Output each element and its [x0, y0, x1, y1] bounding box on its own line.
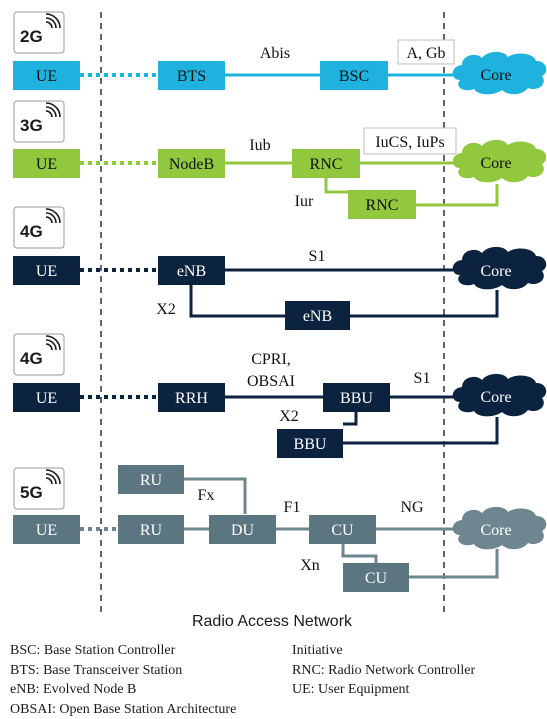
legend-item: BTS: Base Transceiver Station	[10, 661, 236, 681]
bbu2-core-link	[343, 417, 497, 443]
s1-cran-link-label: S1	[414, 370, 431, 387]
xn-link-label: Xn	[300, 557, 320, 574]
rnc2-core-link	[416, 184, 497, 205]
ue-5g-label: UE	[36, 522, 57, 539]
legend-item: OBSAI: Open Base Station Architecture	[10, 700, 236, 719]
core-3g-label: Core	[480, 155, 511, 172]
a-gb-link-label: A, Gb	[406, 45, 445, 62]
fx-link-label: Fx	[198, 487, 215, 504]
core-4g-label: Core	[480, 263, 511, 280]
row-3g: 3G UE NodeB RNC RNC Iub IuCS, IuPs Iur C…	[13, 101, 546, 219]
ue-3g-label: UE	[36, 156, 57, 173]
ng-link-label: NG	[400, 499, 424, 516]
cu2-core-link	[409, 549, 497, 577]
enb2-core-link	[350, 290, 497, 316]
iur-link-label: Iur	[295, 193, 314, 210]
iur-link	[326, 178, 348, 192]
iub-link-label: Iub	[249, 137, 270, 154]
bts-label: BTS	[177, 68, 206, 85]
ru-top-label: RU	[140, 472, 163, 489]
core-2g-label: Core	[480, 67, 511, 84]
badge-3g-icon: 3G	[14, 101, 64, 142]
svg-text:4G: 4G	[20, 222, 43, 241]
ue-2g-label: UE	[36, 68, 57, 85]
abis-link-label: Abis	[260, 45, 290, 62]
svg-text:4G: 4G	[20, 349, 43, 368]
legend-item: eNB: Evolved Node B	[10, 680, 236, 700]
svg-text:3G: 3G	[20, 116, 43, 135]
network-architecture-diagram: 2G UE BTS BSC Abis A, Gb Core 3G	[0, 0, 547, 640]
row-5g: 5G UE RU RU DU CU CU Fx F1 NG Xn Core	[13, 465, 546, 592]
legend-item: Initiative	[292, 641, 475, 661]
rnc-label: RNC	[310, 156, 343, 173]
x2-cran-link-label: X2	[279, 408, 299, 425]
obsai-link-label: OBSAI	[247, 373, 295, 390]
ue-4g-label: UE	[36, 263, 57, 280]
core-4g-cran-label: Core	[480, 389, 511, 406]
ran-label: Radio Access Network	[192, 613, 353, 630]
svg-text:2G: 2G	[20, 27, 43, 46]
legend-item: BSC: Base Station Controller	[10, 641, 236, 661]
badge-5g-icon: 5G	[14, 468, 64, 509]
s1-link-label: S1	[309, 248, 326, 265]
cu-secondary-label: CU	[365, 570, 388, 587]
row-4g-cran: 4G UE RRH BBU BBU CPRI, OBSAI S1 X2 Core	[13, 334, 546, 458]
enb-label: eNB	[177, 263, 206, 280]
x2-cran-link	[343, 412, 356, 424]
nodeb-label: NodeB	[169, 156, 214, 173]
rrh-label: RRH	[175, 390, 208, 407]
ue-4g-cran-label: UE	[36, 390, 57, 407]
legend-left-column: BSC: Base Station Controller BTS: Base T…	[10, 641, 236, 719]
xn-link	[343, 544, 376, 563]
bbu-secondary-label: BBU	[294, 436, 327, 453]
iucs-iups-link-label: IuCS, IuPs	[375, 134, 444, 151]
rnc-secondary-label: RNC	[366, 197, 399, 214]
row-2g: 2G UE BTS BSC Abis A, Gb Core	[13, 12, 546, 94]
du-label: DU	[231, 522, 255, 539]
bsc-label: BSC	[339, 68, 369, 85]
x2-link-label: X2	[156, 301, 176, 318]
badge-2g-icon: 2G	[14, 12, 64, 53]
x2-link	[191, 285, 285, 316]
bbu-label: BBU	[340, 390, 373, 407]
badge-4g-cran-icon: 4G	[14, 334, 64, 375]
fx-link	[184, 479, 245, 514]
cu-label: CU	[331, 522, 354, 539]
enb-secondary-label: eNB	[303, 308, 332, 325]
cpri-link-label: CPRI,	[251, 351, 291, 368]
ru-label: RU	[140, 522, 163, 539]
row-4g: 4G UE eNB eNB S1 X2 Core	[13, 207, 546, 330]
badge-4g-icon: 4G	[14, 207, 64, 248]
svg-text:5G: 5G	[20, 483, 43, 502]
core-5g-label: Core	[480, 522, 511, 539]
f1-link-label: F1	[284, 499, 301, 516]
legend-right-column: Initiative RNC: Radio Network Controller…	[292, 641, 475, 700]
legend-item: UE: User Equipment	[292, 680, 475, 700]
legend-item: RNC: Radio Network Controller	[292, 661, 475, 681]
